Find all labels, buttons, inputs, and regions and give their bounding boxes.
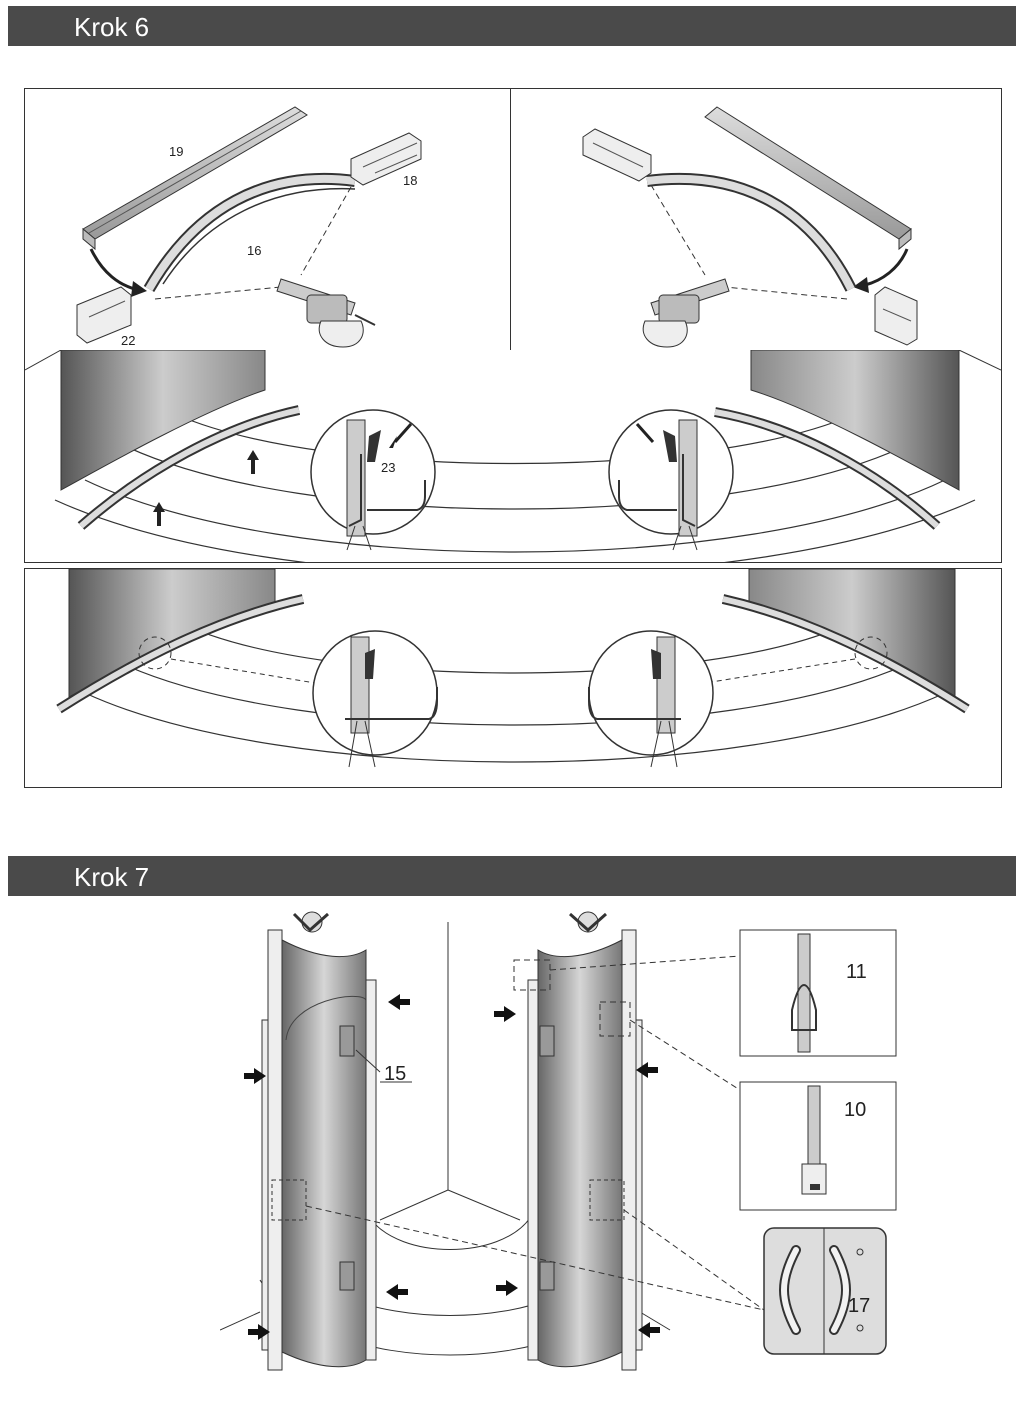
step7-illustration: 15 11 10 17: [220, 911, 897, 1371]
part-22: [76, 286, 132, 344]
step6-left-illustration: 19 16 18 22: [76, 106, 422, 348]
part-22-mirror: [874, 286, 918, 346]
sealant-gun-icon: [276, 278, 376, 348]
curved-arrow-icon: [864, 248, 909, 287]
label-22: 22: [121, 333, 135, 348]
detail-markers: [138, 636, 888, 684]
glass-panel-right: [750, 350, 960, 491]
step6-panel-left: 19 16 18 22: [24, 88, 512, 352]
label-19: 19: [169, 144, 183, 159]
step6-middle-illustration: 23: [25, 350, 1001, 562]
leader-line-15: [355, 1049, 381, 1073]
step-6-header: Krok 6: [8, 6, 1016, 46]
detail-circle-right-fitted: [588, 630, 714, 768]
guide-lines: [154, 186, 352, 300]
step-7-title: Krok 7: [74, 862, 150, 892]
part-18: [350, 132, 422, 186]
detail-box-11: [739, 929, 897, 1057]
guide-lines: [650, 184, 848, 300]
curved-rail-16-mirror: [646, 172, 857, 292]
up-arrow-icon: [153, 450, 259, 526]
label-15: 15: [384, 1063, 406, 1085]
curved-rail-16: [143, 172, 356, 292]
profile-19: [82, 106, 308, 251]
step6-panel-bottom: [24, 568, 1002, 788]
detail-circle-left-fitted: [312, 630, 438, 768]
callout-lines: [305, 955, 765, 1311]
bottom-profile-left: [56, 594, 305, 714]
curved-arrow-icon: [89, 248, 136, 291]
detail-box-10: [739, 1081, 897, 1211]
step6-panel-right: [510, 88, 1002, 352]
detail-circle-right: [608, 409, 734, 551]
bottom-profile-right: [714, 407, 941, 530]
arrow-head-icon: [853, 277, 869, 293]
arrow-head-icon: [131, 281, 147, 297]
step6-bottom-illustration: [56, 569, 970, 768]
step6-panel-middle: 23: [24, 350, 1002, 563]
glass-panel-left: [68, 569, 276, 698]
label-11: 11: [846, 961, 867, 983]
step-7-header: Krok 7: [8, 856, 1016, 896]
step-6-title: Krok 6: [74, 12, 150, 42]
part-18-mirror: [582, 128, 652, 182]
door-right: [527, 911, 643, 1371]
label-16: 16: [247, 243, 261, 258]
label-10: 10: [844, 1099, 866, 1121]
shower-tray-curves: [54, 413, 976, 562]
label-18: 18: [403, 173, 417, 188]
detail-circle-left: [310, 409, 436, 551]
profile-19-mirror: [704, 106, 912, 251]
bottom-profile-right: [721, 594, 970, 714]
label-17: 17: [848, 1295, 870, 1317]
label-23: 23: [381, 460, 395, 475]
door-left: [261, 911, 377, 1371]
push-arrow-icon: [244, 994, 660, 1340]
step6-right-illustration: [582, 106, 918, 348]
detail-box-17: [763, 1227, 887, 1355]
sealant-gun-icon: [642, 278, 730, 348]
glass-panel-left: [60, 350, 266, 491]
bottom-profile-left: [77, 405, 301, 530]
shower-tray-curves: [84, 624, 946, 763]
